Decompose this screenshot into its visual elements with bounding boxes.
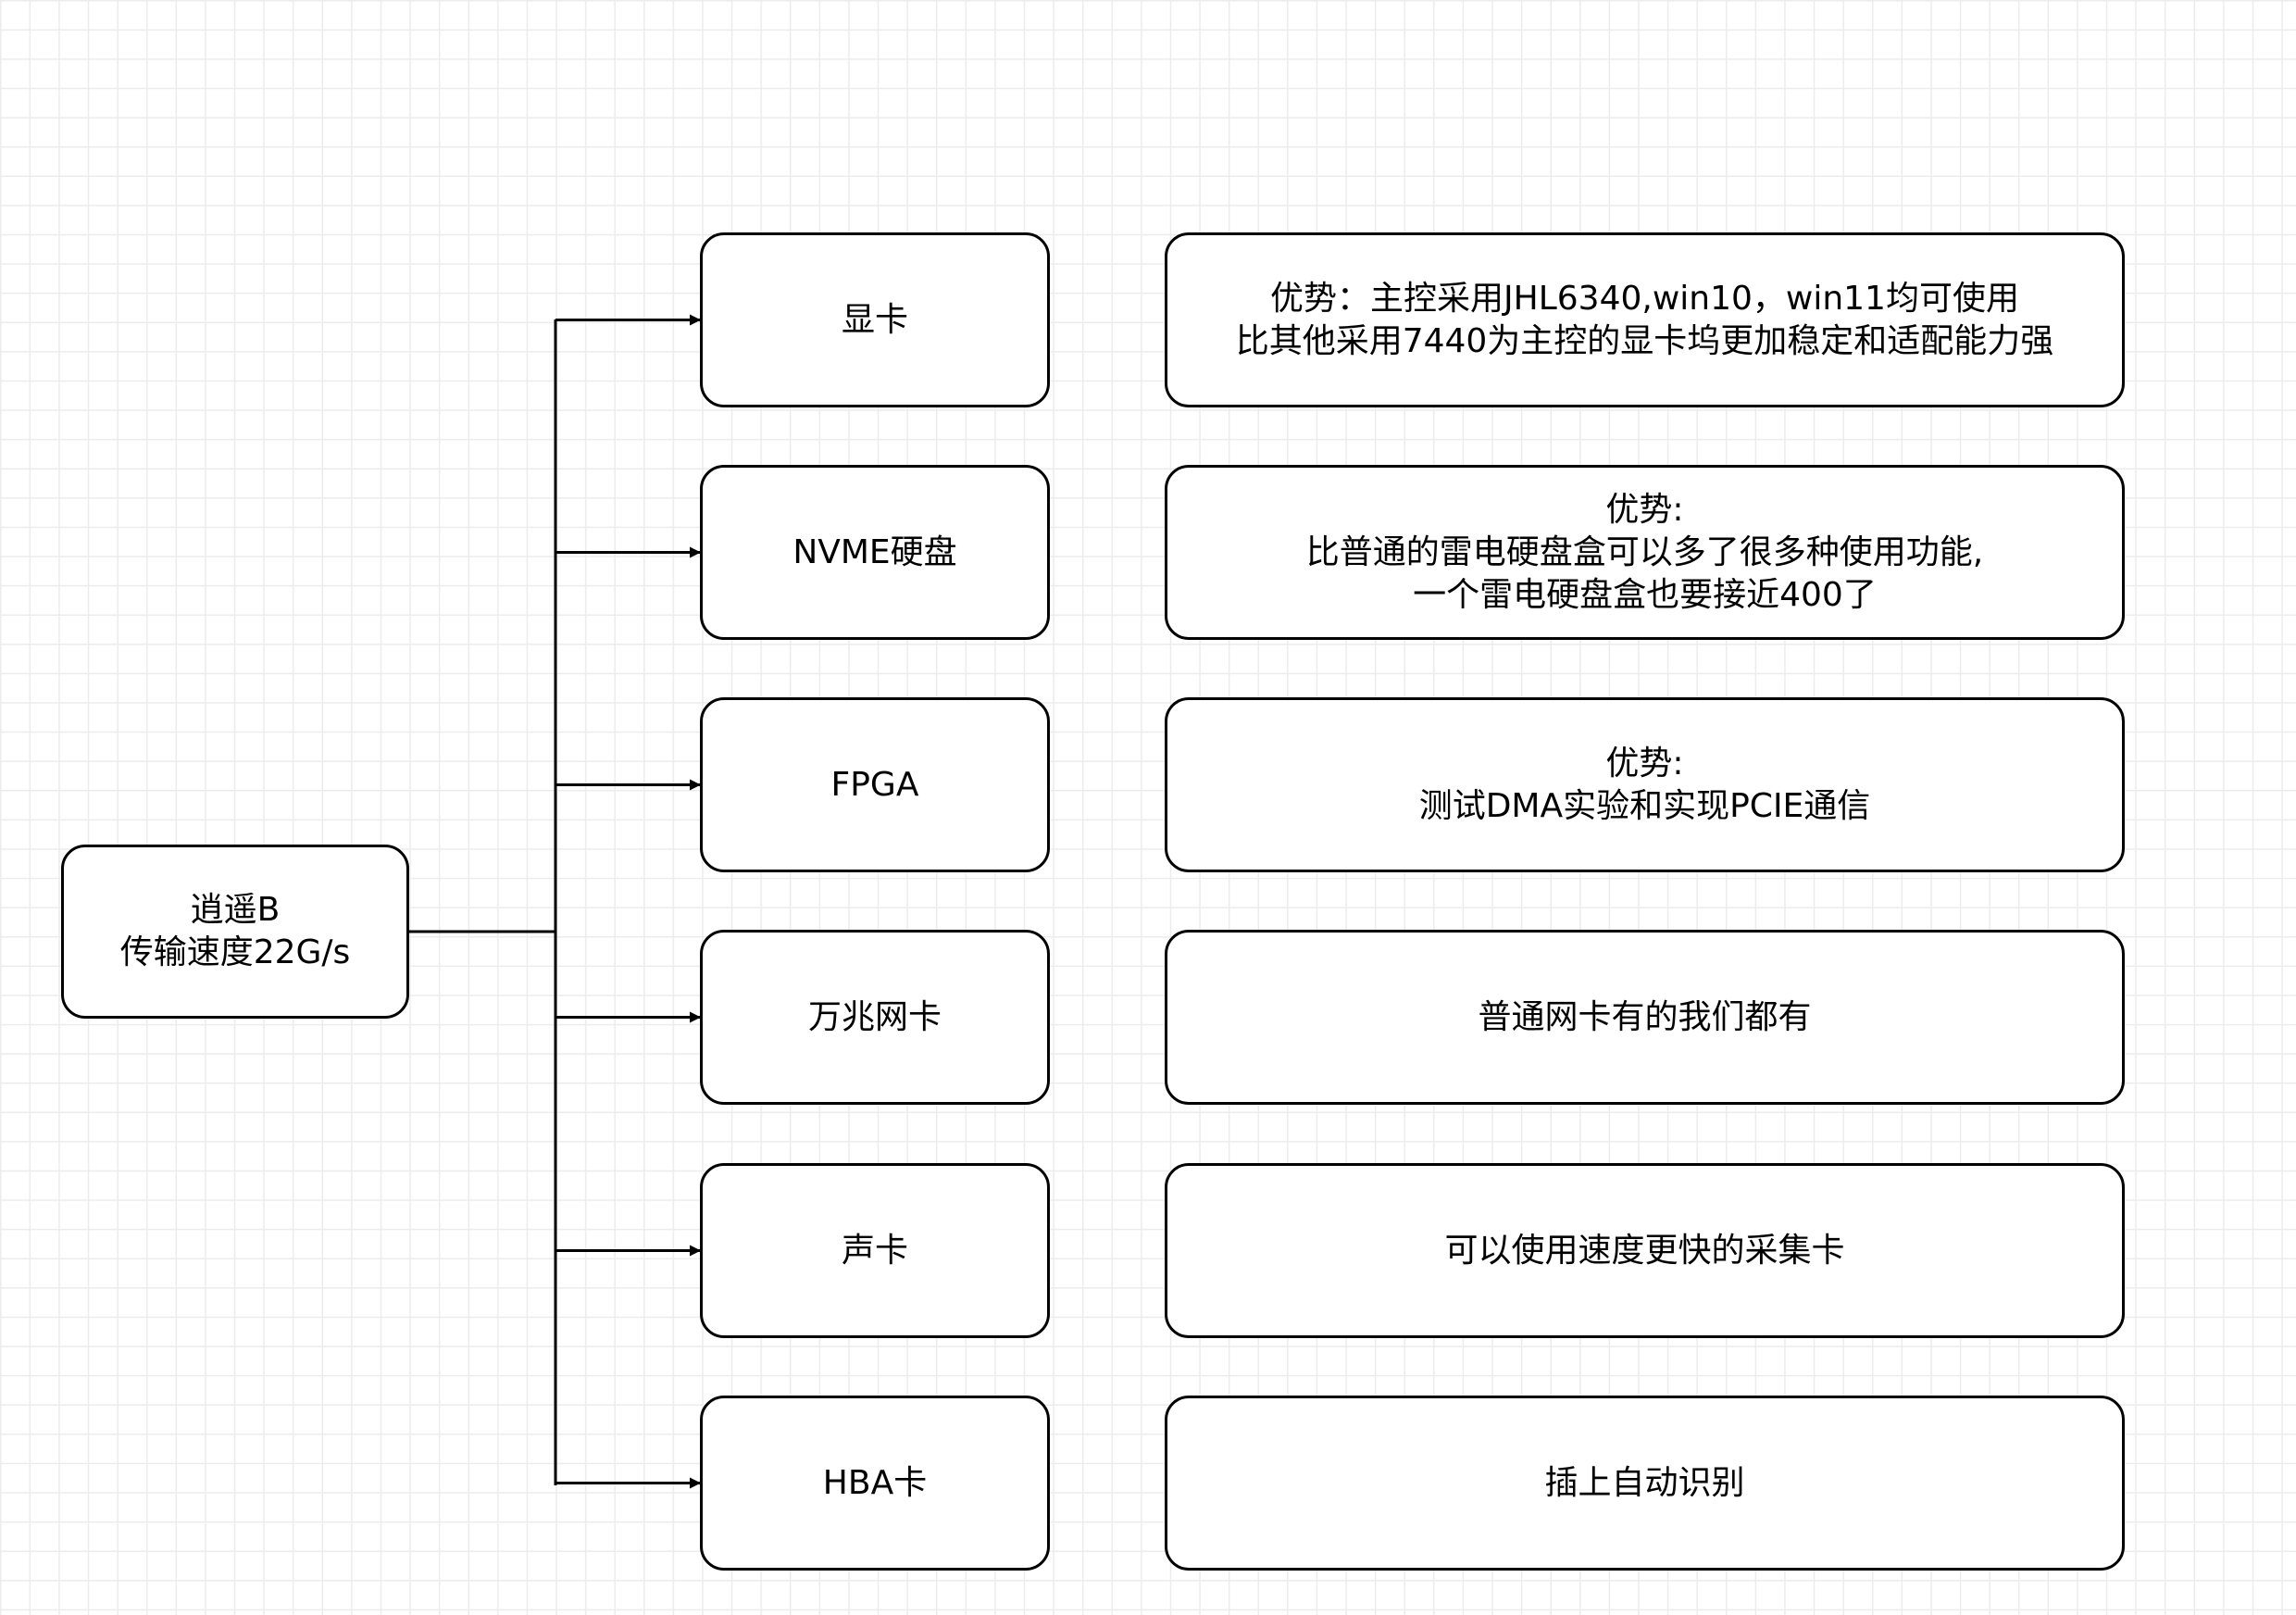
advantage-node[interactable]: 插上自动识别 (1165, 1396, 2125, 1571)
component-node[interactable]: 万兆网卡 (700, 930, 1050, 1105)
component-node[interactable]: HBA卡 (700, 1396, 1050, 1571)
advantage-node[interactable]: 优势: 比普通的雷电硬盘盒可以多了很多种使用功能, 一个雷电硬盘盒也要接近400… (1165, 465, 2125, 640)
component-node[interactable]: NVME硬盘 (700, 465, 1050, 640)
advantage-node[interactable]: 可以使用速度更快的采集卡 (1165, 1163, 2125, 1338)
component-node[interactable]: FPGA (700, 697, 1050, 872)
component-node[interactable]: 声卡 (700, 1163, 1050, 1338)
advantage-node[interactable]: 优势: 测试DMA实验和实现PCIE通信 (1165, 697, 2125, 872)
source-node[interactable]: 逍遥B 传输速度22G/s (61, 845, 409, 1019)
advantage-node[interactable]: 优势：主控采用JHL6340,win10，win11均可使用 比其他采用7440… (1165, 232, 2125, 407)
advantage-node[interactable]: 普通网卡有的我们都有 (1165, 930, 2125, 1105)
component-node[interactable]: 显卡 (700, 232, 1050, 407)
